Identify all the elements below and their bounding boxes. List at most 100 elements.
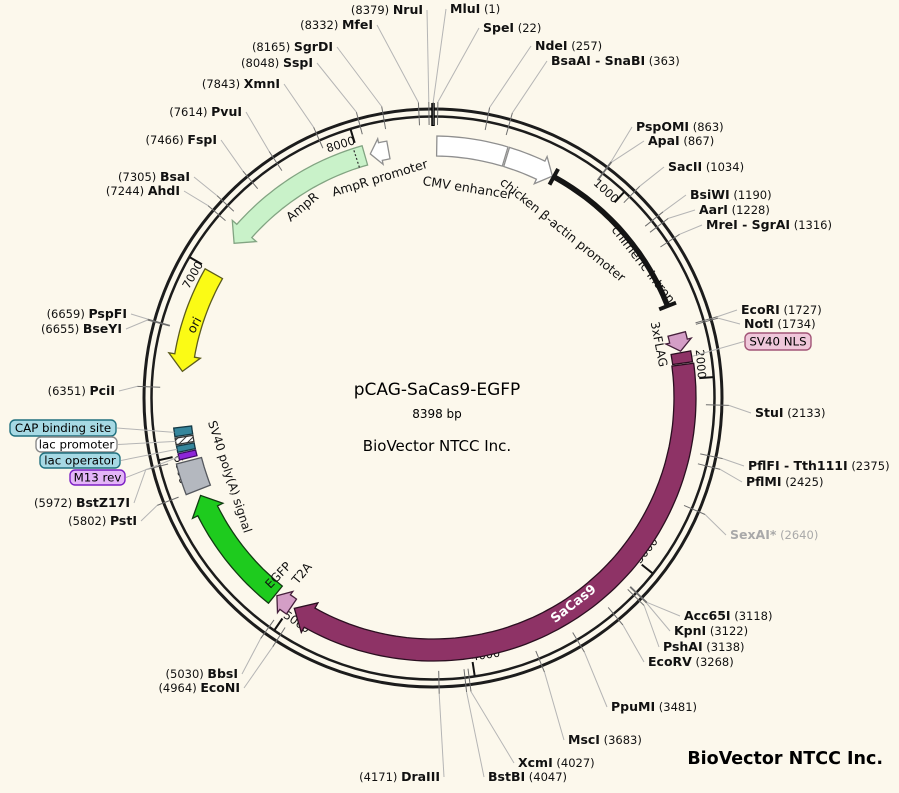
site-leader-ppumi bbox=[584, 652, 608, 708]
plasmid-company: BioVector NTCC Inc. bbox=[362, 437, 512, 455]
restriction-site-pflmi: PflMI (2425) bbox=[697, 463, 823, 489]
site-leader-ndei bbox=[489, 45, 532, 108]
site-label-bsaai-snabi: BsaAI - SnaBI (363) bbox=[551, 53, 680, 68]
feature-label-ori: ori bbox=[184, 314, 205, 335]
site-tick-sacii bbox=[623, 185, 641, 204]
chip-cap-binding-site: CAP binding site bbox=[9, 419, 117, 437]
site-leader-sacii bbox=[639, 166, 665, 187]
site-label-fspi: (7466) FspI bbox=[146, 132, 217, 147]
site-leader-spei bbox=[437, 27, 480, 103]
site-tick-pspfi bbox=[147, 318, 171, 326]
site-tick-ahdi bbox=[207, 205, 226, 221]
site-label-ppumi: PpuMI (3481) bbox=[611, 699, 697, 714]
scale-tick-3000 bbox=[641, 563, 654, 575]
site-label-sacii: SacII (1034) bbox=[668, 159, 744, 174]
restriction-site-xcmi: XcmI (4027) bbox=[467, 668, 595, 770]
chip-label-sv40-nls: SV40 NLS bbox=[749, 335, 806, 349]
site-tick-bsiwi bbox=[644, 211, 664, 227]
feature-ampr-promoter bbox=[369, 136, 391, 166]
site-leader-mfei bbox=[376, 24, 419, 103]
site-leader-mrei-sgrai bbox=[679, 224, 703, 235]
site-label-sgrdi: (8165) SgrDI bbox=[252, 39, 333, 54]
chip-lac-operator: lac operator bbox=[39, 452, 121, 469]
site-tick-sgrdi bbox=[381, 106, 387, 130]
site-label-draiii: (4171) DraIII bbox=[359, 769, 440, 784]
site-leader-ahdi bbox=[183, 190, 209, 207]
restriction-site-spei: SpeI (22) bbox=[437, 20, 541, 126]
feature-t2a bbox=[276, 590, 298, 615]
site-label-pcii: (6351) PciI bbox=[48, 383, 115, 398]
site-tick-ppumi bbox=[572, 632, 585, 653]
site-label-ecorv: EcoRV (3268) bbox=[648, 654, 734, 669]
site-tick-aari bbox=[649, 218, 669, 233]
site-leader-pspfi bbox=[130, 313, 148, 320]
site-tick-xmni bbox=[313, 126, 324, 149]
restriction-site-msci: MscI (3683) bbox=[535, 650, 642, 747]
scale-tick-8000 bbox=[349, 129, 356, 144]
site-label-msci: MscI (3683) bbox=[568, 732, 642, 747]
restriction-site-ppumi: PpuMI (3481) bbox=[572, 632, 697, 714]
site-tick-pcii bbox=[137, 385, 161, 388]
site-leader-mlui bbox=[432, 8, 447, 103]
site-label-spei: SpeI (22) bbox=[483, 20, 541, 35]
site-label-acc65i: Acc65I (3118) bbox=[684, 608, 772, 623]
restriction-site-kpni: KpnI (3122) bbox=[629, 586, 748, 638]
feature-cmv-enhancer bbox=[435, 135, 509, 167]
site-label-bsai: (7305) BsaI bbox=[118, 169, 190, 184]
site-label-ahdi: (7244) AhdI bbox=[106, 183, 180, 198]
site-tick-pflmi bbox=[697, 463, 721, 470]
feature-egfp bbox=[191, 494, 284, 605]
site-tick-mfei bbox=[417, 102, 420, 126]
plasmid-size: 8398 bp bbox=[412, 407, 462, 421]
restriction-site-aari: AarI (1228) bbox=[649, 202, 770, 233]
restriction-site-bseyi: (6655) BseYI bbox=[41, 319, 170, 336]
site-label-bseyi: (6655) BseYI bbox=[41, 321, 122, 336]
feature-chimeric-intron-cap-1 bbox=[658, 300, 677, 312]
site-leader-bstz17i bbox=[133, 469, 147, 504]
site-label-kpni: KpnI (3122) bbox=[674, 623, 748, 638]
site-leader-nrui bbox=[426, 9, 430, 103]
site-leader-pcii bbox=[118, 385, 138, 392]
restriction-site-bbsi: (5030) BbsI bbox=[166, 619, 275, 681]
site-leader-bsiwi bbox=[662, 194, 687, 213]
site-label-econi: (4964) EcoNI bbox=[158, 680, 240, 695]
restriction-site-ecorv: EcoRV (3268) bbox=[607, 607, 734, 669]
site-leader-pflmi bbox=[720, 468, 743, 483]
restriction-site-pspfi: (6659) PspFI bbox=[47, 306, 171, 326]
restriction-site-bstz17i: (5972) BstZ17I bbox=[34, 463, 169, 510]
chip-lac-promoter: lac promoter bbox=[35, 436, 118, 453]
site-tick-pshai bbox=[627, 589, 645, 606]
scale-tick-7000 bbox=[189, 256, 203, 266]
restriction-site-noti: NotI (1734) bbox=[695, 316, 816, 331]
site-label-bsiwi: BsiWI (1190) bbox=[690, 187, 772, 202]
site-tick-bstbi bbox=[463, 669, 468, 693]
feature-sacas9 bbox=[293, 362, 697, 662]
site-leader-pspomi bbox=[610, 126, 633, 162]
site-leader-draiii bbox=[438, 693, 445, 778]
feature-ampr bbox=[231, 144, 369, 244]
site-label-xmni: (7843) XmnI bbox=[202, 76, 280, 91]
site-label-psti: (5802) PstI bbox=[68, 513, 137, 528]
restriction-site-pvui: (7614) PvuI bbox=[169, 104, 283, 171]
site-leader-kpni bbox=[646, 602, 671, 632]
site-label-pflmi: PflMI (2425) bbox=[746, 474, 823, 489]
site-label-bstz17i: (5972) BstZ17I bbox=[34, 495, 130, 510]
restriction-site-nrui: (8379) NruI bbox=[351, 2, 430, 126]
restriction-site-ahdi: (7244) AhdI bbox=[106, 183, 226, 221]
site-tick-apai bbox=[597, 161, 613, 181]
site-label-xcmi: XcmI (4027) bbox=[518, 755, 595, 770]
site-leader-aari bbox=[668, 209, 696, 219]
restriction-site-ndei: NdeI (257) bbox=[484, 38, 602, 131]
site-leader-ecorv bbox=[622, 624, 645, 663]
site-tick-pspomi bbox=[596, 161, 612, 181]
site-leader-econi bbox=[243, 646, 274, 689]
site-leader-bseyi bbox=[125, 319, 148, 330]
site-label-pshai: PshAI (3138) bbox=[663, 639, 745, 654]
chip-leader-cap-binding-site bbox=[116, 427, 175, 433]
chip-leader-sv40-nls bbox=[692, 341, 745, 357]
feature-ori bbox=[167, 267, 224, 373]
scale-tick-1000 bbox=[613, 191, 625, 203]
scale-label-2000: 2000 bbox=[693, 349, 709, 379]
restriction-site-apai: ApaI (867) bbox=[597, 133, 714, 181]
